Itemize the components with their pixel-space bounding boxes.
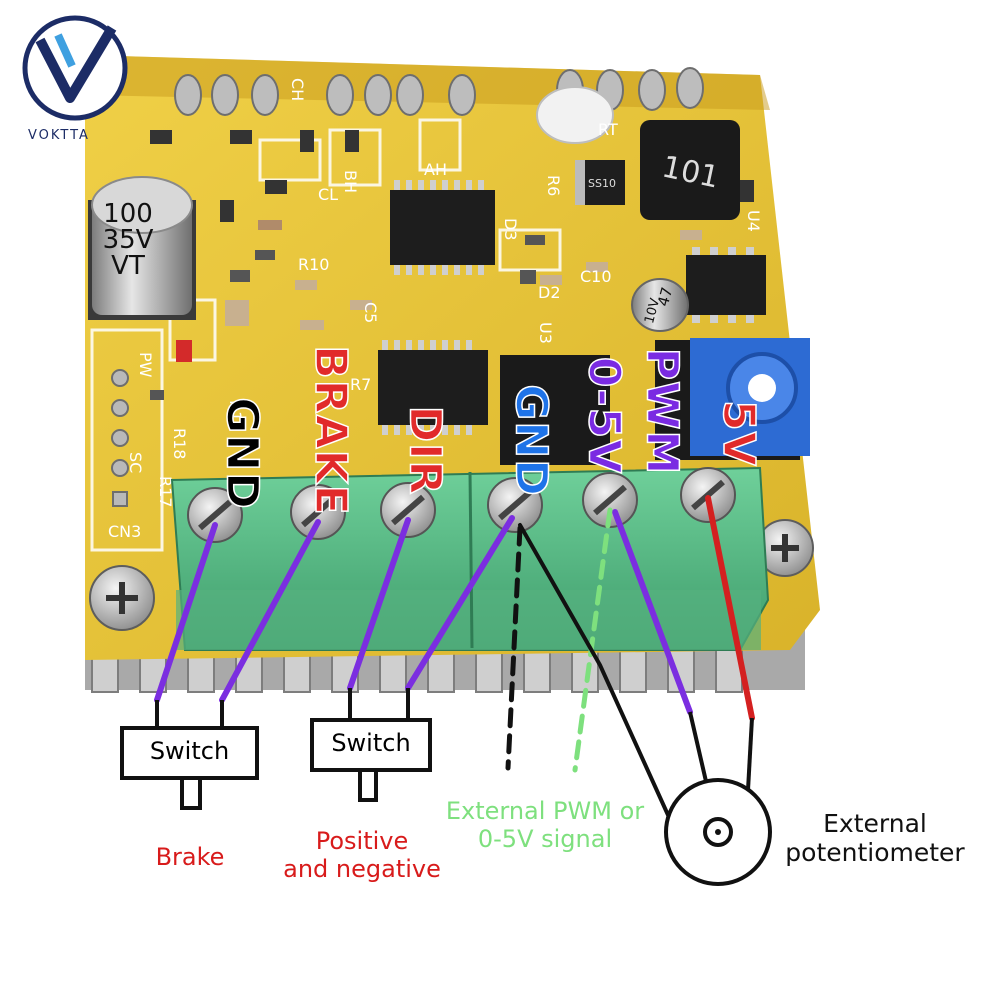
capacitor-small: 47 10V: [631, 278, 689, 332]
capacitor-value: 100: [103, 199, 153, 229]
silk-rt: RT: [598, 120, 618, 139]
silk-bh: BH: [341, 170, 360, 193]
caption-potentiometer: External potentiometer: [785, 809, 965, 867]
cn3-header: [111, 369, 129, 507]
brand-logo: [22, 15, 128, 121]
silk-d3: D3: [501, 218, 520, 241]
ic-chip-mid: [500, 355, 610, 465]
pin-label-dir: DIR: [399, 405, 452, 496]
capacitor-voltage: 35V: [103, 225, 154, 255]
external-potentiometer: [664, 711, 772, 886]
switch-label-2: Switch: [331, 729, 411, 757]
silk-c10: C10: [580, 267, 612, 286]
switch-label-1: Switch: [149, 737, 230, 765]
inductor: 101: [640, 120, 740, 220]
silk-d2: D2: [538, 283, 561, 302]
caption-external-signal: External PWM or 0-5V signal: [445, 797, 645, 853]
switch-direction: [310, 688, 432, 802]
pin-label-brake: BRAKE: [304, 344, 357, 516]
capacitor-large: 100 35V VT: [88, 176, 196, 320]
diode-ss10: SS10: [575, 160, 625, 205]
pin-label-5v: 5V: [712, 399, 765, 467]
silk-r6: R6: [544, 175, 563, 196]
silk-ah: AH: [424, 160, 447, 179]
pin-label-gnd-2: GND: [505, 384, 558, 498]
silk-cn3: CN3: [108, 522, 141, 541]
ic-chip-right: [686, 247, 766, 323]
silk-r17: R17: [156, 476, 175, 507]
diode-label: SS10: [588, 177, 616, 190]
silk-r7: R7: [350, 375, 371, 394]
pin-label-pwm: PWM: [636, 347, 689, 476]
trimmer-potentiometer: [655, 338, 810, 460]
brand-name: VOKTTA: [28, 128, 90, 143]
ic-chip-bottom: [378, 340, 488, 435]
caption-brake: Brake: [155, 843, 225, 871]
capacitor-brand: VT: [111, 251, 145, 281]
pin-label-gnd: GND: [216, 397, 269, 511]
silk-cl: CL: [318, 185, 338, 204]
pin-label-0-5v: 0-5V: [578, 356, 631, 475]
small-cap-voltage: 10V: [642, 297, 663, 326]
silk-u4: U4: [744, 210, 763, 232]
silk-r18: R18: [170, 428, 189, 459]
mounting-screw-right: [756, 519, 814, 577]
small-cap-value: 47: [654, 285, 676, 308]
silk-u3: U3: [536, 322, 555, 344]
silk-r13: R13: [226, 400, 245, 431]
switch-brake: [120, 700, 259, 810]
silk-ch: CH: [288, 78, 307, 101]
silk-c5: C5: [361, 302, 380, 323]
thermistor: [536, 86, 614, 144]
ic-chip-top: [390, 180, 495, 275]
mounting-screw-left: [89, 565, 155, 631]
silk-r10: R10: [298, 255, 329, 274]
silk-sc: SC: [126, 452, 145, 473]
header-pins: [174, 67, 704, 116]
silk-pw: PW: [136, 352, 155, 378]
smd-components: [150, 130, 754, 400]
terminal-block: [170, 466, 770, 651]
wiring: [154, 495, 755, 817]
caption-direction: Positive and negative: [283, 827, 441, 883]
